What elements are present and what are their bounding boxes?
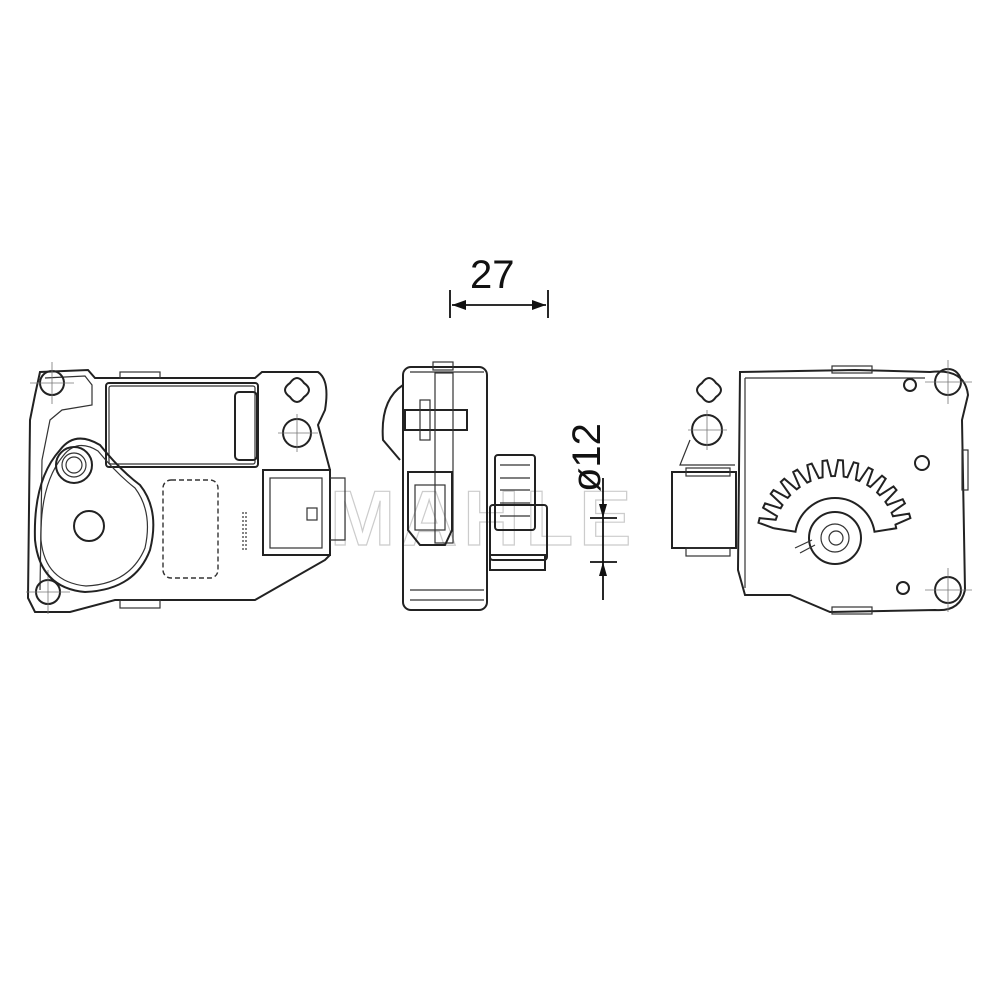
output-shaft	[73, 510, 105, 542]
clover-slot-rear	[696, 377, 722, 403]
gear-hub	[808, 511, 862, 565]
diameter-dimension: ø12	[565, 423, 617, 600]
connector	[262, 469, 331, 556]
side-view	[381, 361, 548, 611]
output-gear	[494, 454, 536, 531]
width-label: 27	[470, 253, 515, 297]
rear-connector	[671, 471, 737, 549]
side-body	[402, 366, 488, 611]
rear-view	[671, 360, 972, 615]
side-connector	[407, 471, 453, 546]
front-view	[26, 362, 346, 614]
mahle-watermark: MAHLE	[330, 474, 637, 562]
motor-housing	[33, 437, 155, 594]
diameter-label: ø12	[565, 423, 609, 492]
sector-gear	[757, 459, 912, 533]
width-dimension: 27	[449, 253, 549, 318]
dashed-pad	[162, 479, 219, 579]
clover-slot	[284, 377, 310, 403]
